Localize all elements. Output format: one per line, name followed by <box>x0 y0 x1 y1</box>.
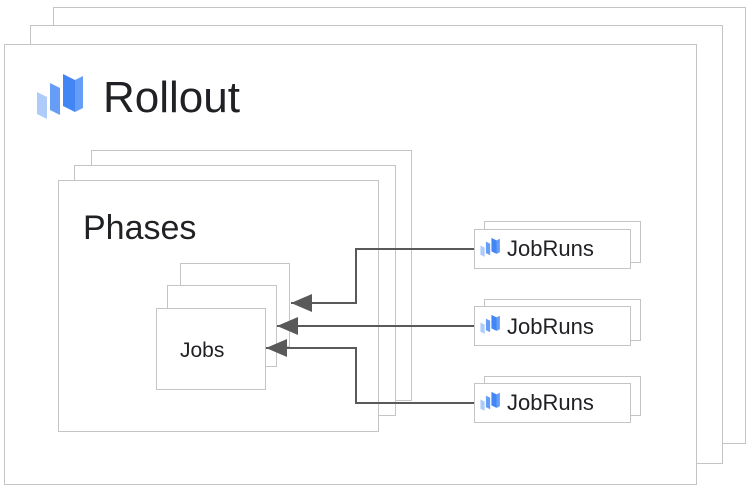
jobruns-label: JobRuns <box>507 390 594 415</box>
jobs-card <box>156 308 266 390</box>
jobs-label: Jobs <box>180 339 225 362</box>
deploy-stack-icon <box>480 237 500 257</box>
jobruns-label: JobRuns <box>507 236 594 261</box>
jobruns-card <box>474 306 631 346</box>
deploy-stack-icon <box>37 74 83 119</box>
rollout-title: Rollout <box>103 73 240 122</box>
arrow-jobruns-1-to-jobs <box>291 248 474 304</box>
deploy-stack-icon <box>480 391 500 411</box>
phases-label: Phases <box>83 209 197 247</box>
jobruns-card <box>474 383 631 423</box>
jobruns-label: JobRuns <box>507 314 594 339</box>
deploy-stack-icon <box>480 314 500 334</box>
jobruns-card <box>474 229 631 269</box>
arrow-jobruns-3-to-jobs <box>266 347 474 404</box>
